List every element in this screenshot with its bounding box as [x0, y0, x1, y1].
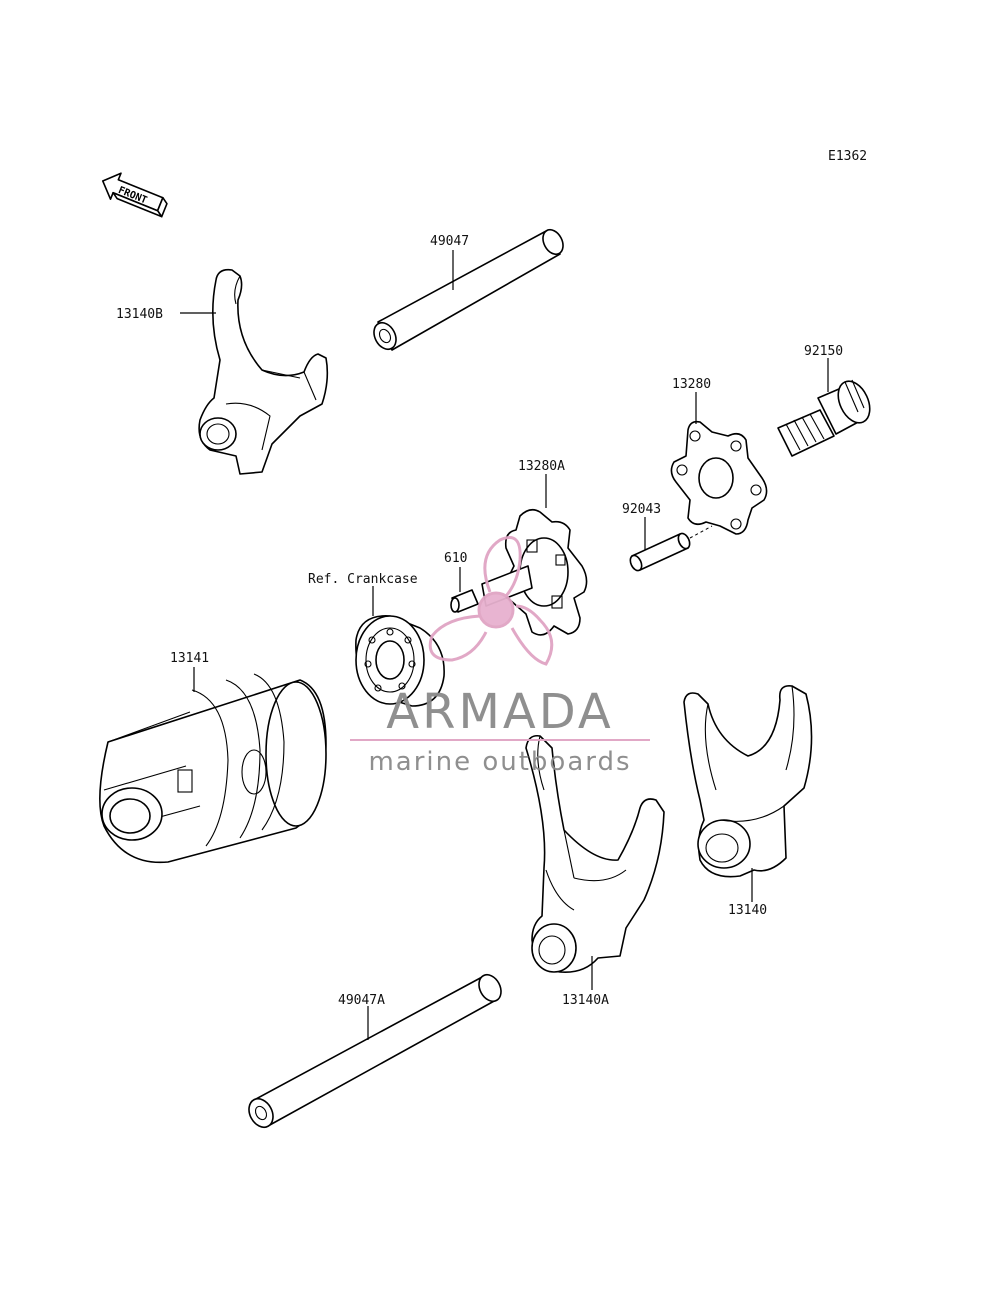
bolt-92150	[777, 379, 871, 457]
propeller-logo	[428, 536, 554, 666]
watermark-tagline: marine outboards	[368, 747, 631, 777]
shift-fork-13140b	[198, 268, 329, 475]
shift-fork-13140a	[525, 734, 665, 974]
diagram-code: E1362	[828, 149, 867, 164]
label-92043: 92043	[622, 502, 661, 517]
watermark-brand: ARMADA	[386, 684, 613, 740]
label-13280a: 13280A	[518, 459, 565, 474]
shift-drum-13141	[99, 673, 327, 864]
label-13140b: 13140B	[116, 307, 163, 322]
label-13280: 13280	[672, 377, 711, 392]
pin-92043	[629, 532, 691, 572]
label-13141: 13141	[170, 651, 209, 666]
shift-shaft-49047a	[248, 973, 502, 1129]
shift-fork-13140	[683, 684, 813, 878]
label-49047: 49047	[430, 234, 469, 249]
label-ref-crankcase: Ref. Crankcase	[308, 572, 418, 587]
armada-watermark: ARMADA marine outboards	[350, 536, 650, 777]
bearing-ref-crankcase	[355, 615, 445, 707]
label-13140: 13140	[728, 903, 767, 918]
label-49047a: 49047A	[338, 993, 385, 1008]
shift-shaft-49047	[373, 228, 564, 351]
label-13140a: 13140A	[562, 993, 609, 1008]
label-92150: 92150	[804, 344, 843, 359]
label-610: 610	[444, 551, 467, 566]
front-arrow-icon: FRONT	[101, 172, 168, 218]
shift-drum-plate-13280	[670, 420, 768, 535]
pin-610	[450, 589, 479, 613]
